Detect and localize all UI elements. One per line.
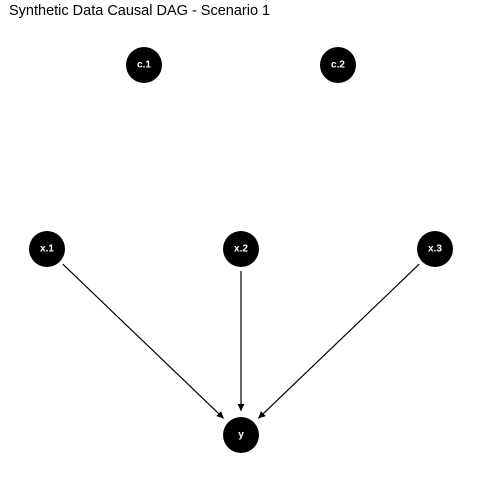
node-circle-x1 [29,231,65,267]
edge-x1-to-y [62,263,225,419]
edges-layer [62,263,420,419]
diagram-title: Synthetic Data Causal DAG - Scenario 1 [9,3,271,19]
node-c2: c.2 [320,47,356,83]
nodes-layer: c.1 c.2 x.1 x.2 x.3 y [29,47,453,453]
node-label-c2: c.2 [331,60,345,71]
node-circle-c1 [126,47,162,83]
node-label-y: y [238,430,244,441]
node-circle-y [223,417,259,453]
node-circle-c2 [320,47,356,83]
node-label-x3: x.3 [428,244,442,255]
node-label-x1: x.1 [40,244,54,255]
edge-x3-to-y [257,263,420,419]
node-label-c1: c.1 [137,60,151,71]
node-x2: x.2 [223,231,259,267]
node-x3: x.3 [417,231,453,267]
node-circle-x3 [417,231,453,267]
node-label-x2: x.2 [234,244,248,255]
node-circle-x2 [223,231,259,267]
node-x1: x.1 [29,231,65,267]
node-c1: c.1 [126,47,162,83]
node-y: y [223,417,259,453]
